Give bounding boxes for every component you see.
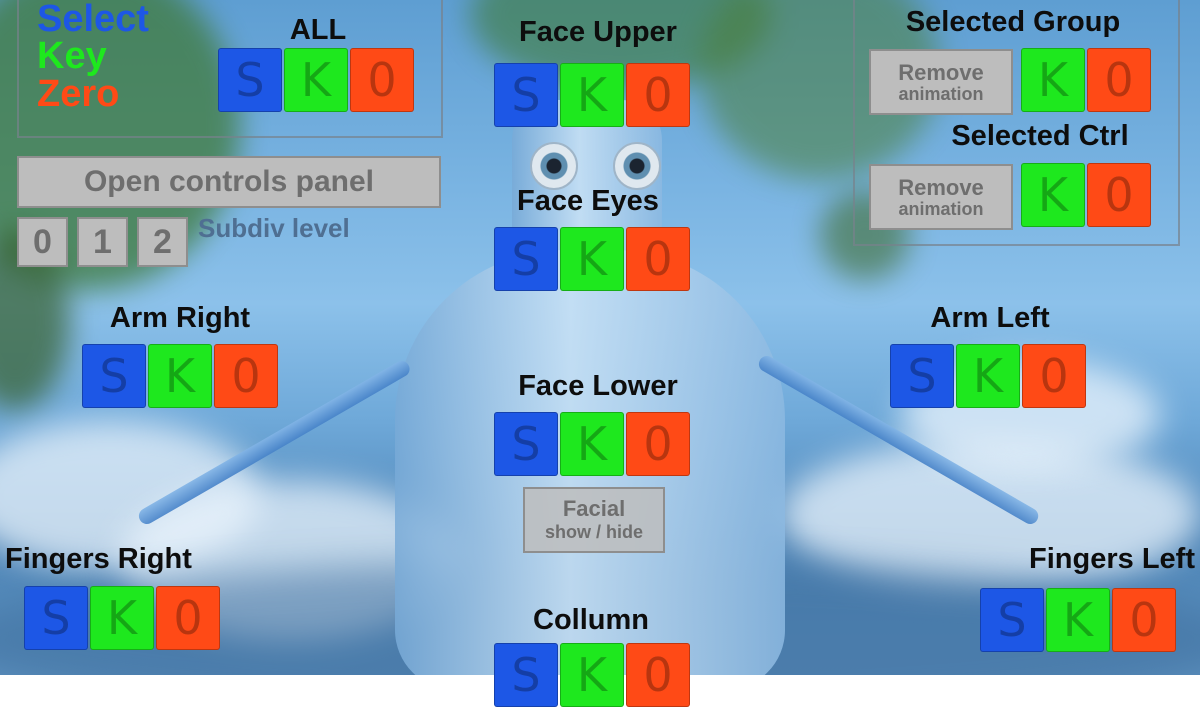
group-label-all: ALL bbox=[289, 14, 347, 46]
legend-panel bbox=[17, 0, 443, 138]
selected-group-buttons: K 0 bbox=[1021, 48, 1153, 114]
face-lower-zero-button[interactable]: 0 bbox=[626, 412, 690, 476]
group-all-buttons: S K 0 bbox=[218, 48, 416, 114]
legend-select: Select bbox=[37, 0, 149, 40]
all-zero-button[interactable]: 0 bbox=[350, 48, 414, 112]
selected-ctrl-animation-label: animation bbox=[898, 198, 984, 219]
all-key-button[interactable]: K bbox=[284, 48, 348, 112]
subdiv-level-0-label: 0 bbox=[33, 222, 52, 261]
group-face-lower-buttons: S K 0 bbox=[494, 412, 692, 478]
right-eye bbox=[613, 142, 661, 190]
group-label-collumn: Collumn bbox=[533, 604, 649, 636]
face-lower-key-button[interactable]: K bbox=[560, 412, 624, 476]
collumn-zero-button[interactable]: 0 bbox=[626, 643, 690, 707]
group-label-face-upper: Face Upper bbox=[519, 16, 677, 48]
group-face-eyes-buttons: S K 0 bbox=[494, 227, 692, 293]
group-label-fingers-left: Fingers Left bbox=[1029, 543, 1195, 575]
selected-group-animation-label: animation bbox=[898, 83, 984, 104]
arm-left-zero-button[interactable]: 0 bbox=[1022, 344, 1086, 408]
group-fingers-left-buttons: S K 0 bbox=[980, 588, 1178, 654]
group-fingers-right-buttons: S K 0 bbox=[24, 586, 222, 652]
open-controls-panel-button[interactable]: Open controls panel bbox=[17, 156, 441, 208]
subdiv-level-2-button[interactable]: 2 bbox=[137, 217, 188, 267]
group-face-upper-buttons: S K 0 bbox=[494, 63, 692, 129]
group-collumn-buttons: S K 0 bbox=[494, 643, 692, 709]
arm-right-key-button[interactable]: K bbox=[148, 344, 212, 408]
subdiv-level-2-label: 2 bbox=[153, 222, 172, 261]
selected-group-remove-label: Remove bbox=[898, 59, 984, 85]
face-eyes-zero-button[interactable]: 0 bbox=[626, 227, 690, 291]
arm-left-select-button[interactable]: S bbox=[890, 344, 954, 408]
facial-show-hide-button[interactable]: Facial show / hide bbox=[523, 487, 665, 553]
fingers-right-key-button[interactable]: K bbox=[90, 586, 154, 650]
all-select-button[interactable]: S bbox=[218, 48, 282, 112]
selected-ctrl-title: Selected Ctrl bbox=[951, 120, 1129, 152]
face-eyes-key-button[interactable]: K bbox=[560, 227, 624, 291]
left-eye bbox=[530, 142, 578, 190]
fingers-right-zero-button[interactable]: 0 bbox=[156, 586, 220, 650]
group-label-face-lower: Face Lower bbox=[518, 370, 678, 402]
group-label-arm-right: Arm Right bbox=[109, 302, 251, 334]
subdiv-level-label: Subdiv level bbox=[198, 213, 350, 243]
collumn-select-button[interactable]: S bbox=[494, 643, 558, 707]
selection-panel bbox=[853, 0, 1180, 246]
face-upper-zero-button[interactable]: 0 bbox=[626, 63, 690, 127]
legend-key: Key bbox=[37, 35, 107, 77]
face-upper-key-button[interactable]: K bbox=[560, 63, 624, 127]
arm-right-select-button[interactable]: S bbox=[82, 344, 146, 408]
face-upper-select-button[interactable]: S bbox=[494, 63, 558, 127]
arm-right-zero-button[interactable]: 0 bbox=[214, 344, 278, 408]
open-controls-panel-label: Open controls panel bbox=[83, 165, 375, 198]
facial-label: Facial bbox=[562, 496, 626, 521]
group-arm-left-buttons: S K 0 bbox=[890, 344, 1088, 410]
fingers-right-select-button[interactable]: S bbox=[24, 586, 88, 650]
selected-ctrl-remove-label: Remove bbox=[898, 174, 984, 200]
selected-group-key-button[interactable]: K bbox=[1021, 48, 1085, 112]
selected-ctrl-zero-button[interactable]: 0 bbox=[1087, 163, 1151, 227]
legend-zero: Zero bbox=[37, 73, 120, 115]
subdiv-level-0-button[interactable]: 0 bbox=[17, 217, 68, 267]
selected-ctrl-key-button[interactable]: K bbox=[1021, 163, 1085, 227]
facial-sub-label: show / hide bbox=[544, 522, 643, 542]
selected-group-zero-button[interactable]: 0 bbox=[1087, 48, 1151, 112]
group-label-arm-left: Arm Left bbox=[930, 302, 1050, 334]
subdiv-level-1-button[interactable]: 1 bbox=[77, 217, 128, 267]
selected-ctrl-remove-animation-button[interactable]: Remove animation bbox=[869, 164, 1013, 230]
collumn-key-button[interactable]: K bbox=[560, 643, 624, 707]
group-label-fingers-right: Fingers Right bbox=[5, 543, 192, 575]
selected-group-remove-animation-button[interactable]: Remove animation bbox=[869, 49, 1013, 115]
subdiv-level-1-label: 1 bbox=[93, 222, 112, 261]
fingers-left-key-button[interactable]: K bbox=[1046, 588, 1110, 652]
group-label-face-eyes: Face Eyes bbox=[517, 185, 659, 217]
selected-group-title: Selected Group bbox=[905, 6, 1121, 38]
face-lower-select-button[interactable]: S bbox=[494, 412, 558, 476]
group-arm-right-buttons: S K 0 bbox=[82, 344, 280, 410]
fingers-left-zero-button[interactable]: 0 bbox=[1112, 588, 1176, 652]
face-eyes-select-button[interactable]: S bbox=[494, 227, 558, 291]
selected-ctrl-buttons: K 0 bbox=[1021, 163, 1153, 229]
arm-left-key-button[interactable]: K bbox=[956, 344, 1020, 408]
fingers-left-select-button[interactable]: S bbox=[980, 588, 1044, 652]
